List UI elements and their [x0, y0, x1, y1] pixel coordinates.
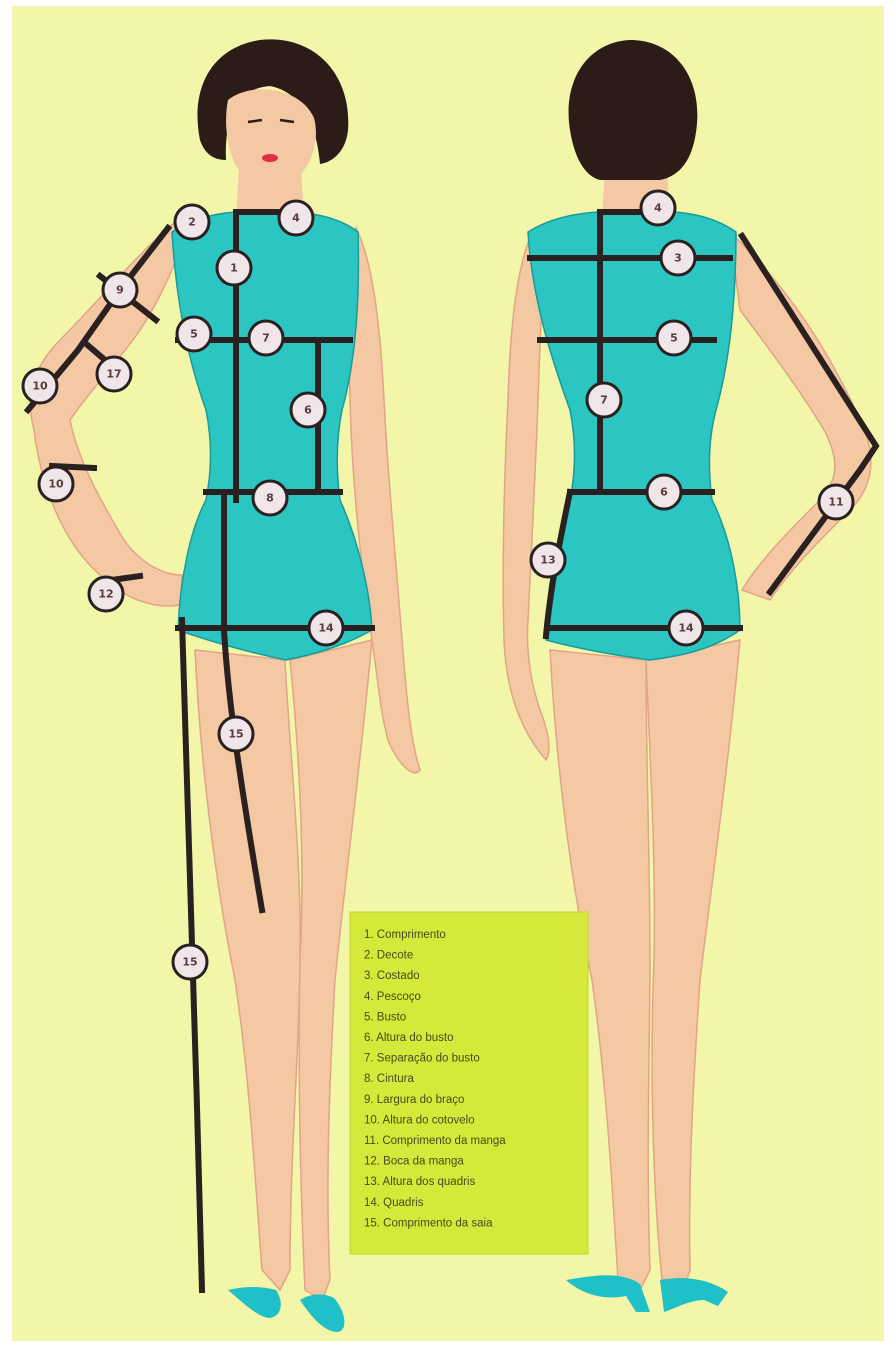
- back-badge-6: 13: [531, 543, 565, 577]
- back-badge-label: 14: [678, 622, 694, 635]
- front-badge-label: 9: [116, 284, 124, 297]
- back-badge-3: 5: [657, 321, 691, 355]
- back-hair: [569, 40, 698, 180]
- legend-item: 3. Costado: [364, 970, 420, 982]
- front-badge-1: 2: [175, 205, 209, 239]
- front-badge-5: 5: [177, 317, 211, 351]
- front-badge-7: 17: [97, 357, 131, 391]
- front-badge-14: 15: [219, 717, 253, 751]
- front-badge-13: 14: [309, 611, 343, 645]
- front-badge-2: 4: [279, 201, 313, 235]
- front-badge-label: 6: [304, 404, 312, 417]
- legend-item: 6. Altura do busto: [364, 1032, 454, 1044]
- front-badge-label: 10: [32, 380, 48, 393]
- front-badge-9: 6: [291, 393, 325, 427]
- front-badge-label: 1: [230, 262, 238, 275]
- back-badge-8: 14: [669, 611, 703, 645]
- front-badge-8: 10: [23, 369, 57, 403]
- legend-item: 10. Altura do cotovelo: [364, 1114, 475, 1126]
- front-badge-4: 9: [103, 273, 137, 307]
- front-badge-label: 5: [190, 328, 198, 341]
- back-badge-1: 4: [641, 191, 675, 225]
- legend-item: 7. Separação do busto: [364, 1053, 480, 1065]
- back-badge-label: 7: [600, 394, 608, 407]
- legend-item: 1. Comprimento: [364, 929, 446, 941]
- legend-item: 9. Largura do braço: [364, 1094, 464, 1106]
- legend-item: 2. Decote: [364, 950, 413, 962]
- back-badge-label: 4: [654, 202, 662, 215]
- legend-item: 12. Boca da manga: [364, 1156, 464, 1168]
- back-badge-label: 6: [660, 486, 668, 499]
- front-badge-label: 17: [106, 368, 121, 381]
- front-lips: [262, 154, 278, 162]
- back-badge-5: 6: [647, 475, 681, 509]
- front-badge-label: 15: [228, 728, 243, 741]
- front-badge-label: 8: [266, 492, 274, 505]
- back-badge-7: 11: [819, 485, 853, 519]
- front-badge-label: 15: [182, 956, 197, 969]
- legend: 1. Comprimento 2. Decote 3. Costado 4. Pesc…: [350, 912, 588, 1254]
- legend-item: 11. Comprimento da manga: [364, 1135, 506, 1147]
- front-badge-label: 4: [292, 212, 300, 225]
- back-badge-2: 3: [661, 241, 695, 275]
- front-badge-12: 12: [89, 577, 123, 611]
- front-badge-label: 12: [98, 588, 113, 601]
- legend-item: 13. Altura dos quadris: [364, 1176, 475, 1188]
- legend-item: 15. Comprimento da saia: [364, 1217, 493, 1229]
- legend-item: 5. Busto: [364, 1011, 406, 1023]
- back-badge-label: 5: [670, 332, 678, 345]
- legend-item: 14. Quadris: [364, 1197, 424, 1209]
- back-badge-label: 13: [540, 554, 555, 567]
- front-badge-10: 10: [39, 467, 73, 501]
- back-badge-4: 7: [587, 383, 621, 417]
- legend-item: 8. Cintura: [364, 1073, 414, 1085]
- back-badge-label: 11: [828, 496, 843, 509]
- front-badge-label: 14: [318, 622, 334, 635]
- front-badge-label: 2: [188, 216, 196, 229]
- legend-item: 4. Pescoço: [364, 991, 421, 1003]
- front-badge-label: 7: [262, 332, 270, 345]
- front-badge-11: 8: [253, 481, 287, 515]
- front-badge-3: 1: [217, 251, 251, 285]
- back-badge-label: 3: [674, 252, 682, 265]
- front-badge-6: 7: [249, 321, 283, 355]
- front-badge-label: 10: [48, 478, 64, 491]
- front-badge-15: 15: [173, 945, 207, 979]
